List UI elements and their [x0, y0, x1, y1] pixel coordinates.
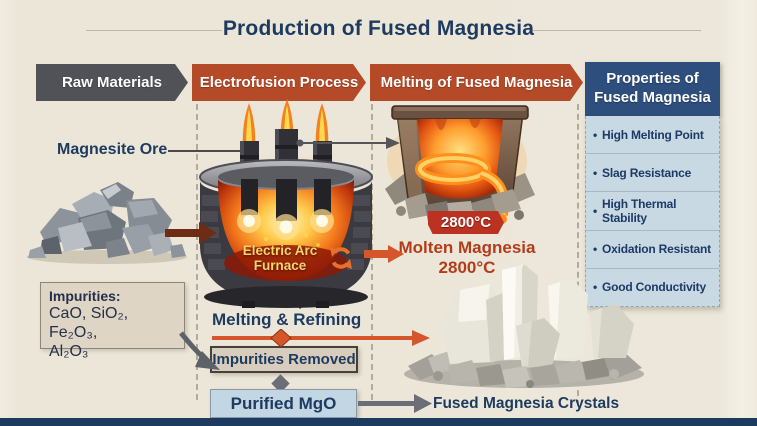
impurities-formula-line1: CaO, SiO₂, Fe₂O₃, [49, 305, 129, 342]
page-title: Production of Fused Magnesia [222, 17, 535, 40]
molten-line2: 2800°C [438, 257, 496, 277]
impurities-arrow [179, 331, 220, 370]
impurities-removed-box: Impurities Removed [210, 346, 358, 373]
impurities-title: Impurities: [49, 288, 121, 304]
step-melting-of-fused-magnesia: Melting of Fused Magnesia [370, 64, 583, 101]
properties-panel: • High Melting Point • Slag Resistance •… [585, 116, 720, 307]
molten-magnesia-crucible-image [385, 105, 535, 227]
purified-mgo-box: Purified MgO [210, 389, 357, 418]
step-label-line1: Properties of [606, 70, 699, 88]
ore-label-connector-line [168, 150, 248, 152]
impurities-removed-label: Impurities Removed [212, 351, 356, 368]
furnace-to-molten-arrow [364, 245, 404, 263]
furnace-to-crucible-connector [296, 137, 400, 149]
section-divider-3 [577, 104, 579, 406]
step-label: Raw Materials [61, 74, 163, 91]
step-properties-of-fused-magnesia: Properties of Fused Magnesia [585, 62, 720, 116]
property-item: • High Thermal Stability [586, 192, 719, 231]
molten-magnesia-label: Molten Magnesia 2800°C [396, 238, 538, 277]
bottom-accent-bar [0, 418, 757, 426]
furnace-label-line1: Electric Arc [242, 243, 318, 258]
furnace-label-line2: Furnace [253, 258, 307, 273]
step-raw-materials: Raw Materials [36, 64, 188, 101]
property-item: • Oxidation Resistant [586, 231, 719, 269]
impurities-formula-line2: Al₂O₃ [49, 343, 89, 361]
property-label: Slag Resistance [602, 165, 692, 180]
property-label: High Melting Point [602, 127, 704, 142]
purified-mgo-label: Purified MgO [230, 393, 337, 413]
melting-refining-label: Melting & Refining [212, 310, 362, 329]
molten-line1: Molten Magnesia [398, 238, 536, 257]
step-label: Melting of Fused Magnesia [380, 74, 573, 91]
property-item: • Slag Resistance [586, 154, 719, 193]
property-label: Oxidation Resistant [602, 242, 711, 257]
electric-arc-furnace-image [196, 99, 376, 309]
purified-to-crystals-arrow [358, 394, 432, 413]
step-label: Electrofusion Process [199, 74, 359, 91]
ore-to-furnace-arrow [165, 222, 217, 244]
bullet-icon: • [593, 280, 598, 295]
impurities-box: Impurities: CaO, SiO₂, Fe₂O₃, Al₂O₃ [40, 282, 185, 360]
fused-magnesia-crystals-image [404, 264, 644, 388]
fused-magnesia-crystals-label: Fused Magnesia Crystals [433, 395, 620, 412]
bullet-icon: • [593, 204, 598, 218]
property-item: • High Melting Point [586, 116, 719, 155]
refining-process-arrow [212, 329, 430, 347]
temperature-badge: 2800°C [428, 211, 504, 234]
title-rule-right [533, 30, 701, 31]
bullet-icon: • [593, 127, 598, 142]
step-label-line2: Fused Magnesia [594, 89, 711, 106]
recycle-arrow-icon [330, 247, 352, 269]
title-rule-left [86, 30, 222, 31]
bullet-icon: • [593, 242, 598, 257]
bullet-icon: • [593, 165, 598, 180]
step-electrofusion-process: Electrofusion Process [192, 64, 366, 101]
property-label: High Thermal Stability [602, 197, 677, 225]
property-label: Good Conductivity [602, 280, 706, 295]
magnesite-ore-label: Magnesite Ore [57, 141, 168, 158]
magnesite-ore-image [27, 182, 187, 264]
property-item: • Good Conductivity [586, 269, 719, 306]
